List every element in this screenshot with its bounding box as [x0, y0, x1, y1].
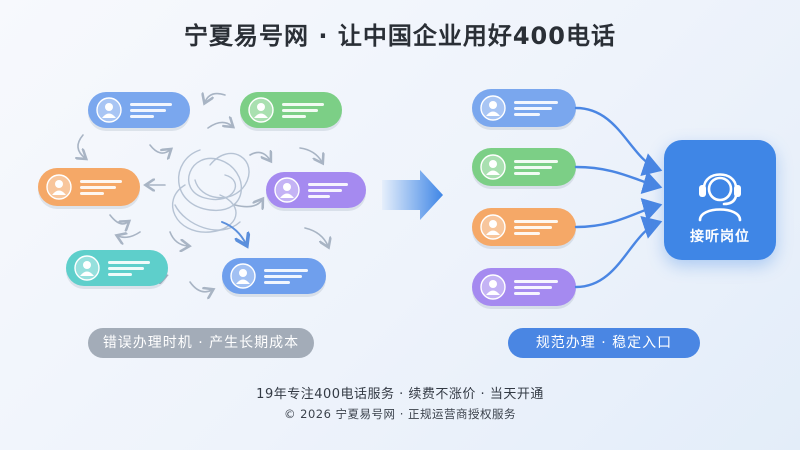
tangle-scribble [171, 149, 250, 233]
left-user-card-6 [222, 258, 326, 297]
right-user-card-1 [472, 89, 576, 130]
user-icon [480, 214, 506, 240]
user-icon [480, 274, 506, 300]
user-icon [230, 263, 256, 289]
text-placeholder-lines [308, 183, 348, 198]
left-user-card-2 [240, 92, 342, 131]
right-caption: 规范办理 · 稳定入口 [508, 328, 700, 358]
left-user-card-1 [88, 92, 190, 131]
text-placeholder-lines [108, 261, 150, 276]
text-placeholder-lines [514, 101, 558, 116]
text-placeholder-lines [80, 180, 122, 195]
footer-copyright: © 2026 宁夏易号网 · 正规运营商授权服务 [283, 407, 517, 421]
right-user-card-3 [472, 208, 576, 249]
user-icon [96, 97, 122, 123]
right-user-card-4 [472, 268, 576, 309]
text-placeholder-lines [514, 280, 558, 295]
headset-icon [698, 173, 742, 222]
left-caption: 错误办理时机 · 产生长期成本 [88, 328, 314, 358]
user-icon [480, 154, 506, 180]
user-icon [74, 255, 100, 281]
footer-slogan: 19年专注400电话服务 · 续费不涨价 · 当天开通 [256, 387, 544, 402]
text-placeholder-lines [282, 103, 324, 118]
text-placeholder-lines [514, 220, 558, 235]
right-user-card-2 [472, 148, 576, 189]
left-user-card-5 [66, 250, 168, 289]
text-placeholder-lines [264, 269, 308, 284]
user-icon [480, 95, 506, 121]
left-card-group [38, 92, 366, 297]
user-icon [46, 174, 72, 200]
text-placeholder-lines [514, 160, 558, 175]
answer-post-box: 接听岗位 [664, 140, 776, 260]
highlight-arrow [221, 221, 246, 244]
text-placeholder-lines [130, 103, 172, 118]
route-connectors [574, 106, 663, 289]
left-user-card-3 [38, 168, 140, 209]
user-icon [248, 97, 274, 123]
user-icon [274, 177, 300, 203]
left-user-card-4 [266, 172, 366, 211]
right-card-group [472, 89, 576, 309]
answer-post-label: 接听岗位 [690, 229, 750, 245]
page-title: 宁夏易号网 · 让中国企业用好400电话 [184, 22, 616, 50]
transition-arrow [382, 170, 443, 220]
